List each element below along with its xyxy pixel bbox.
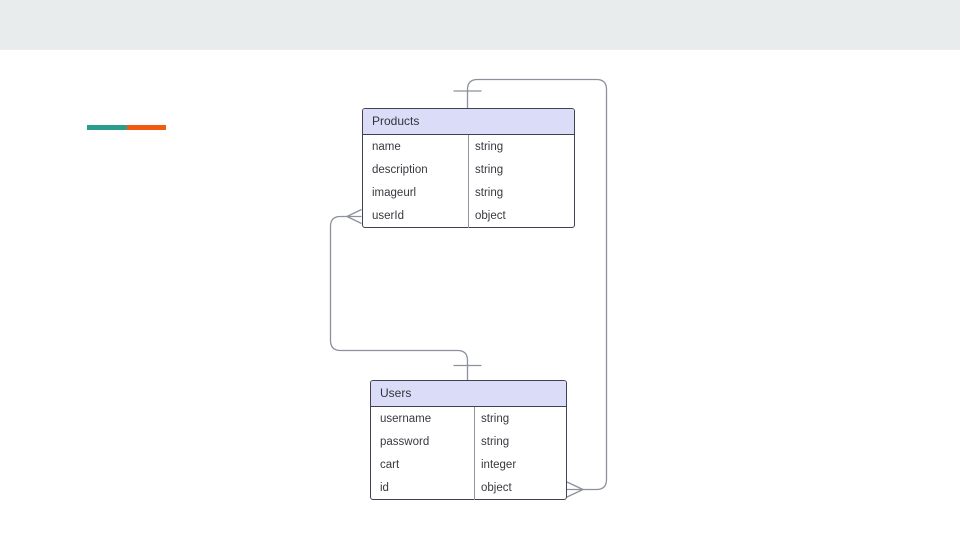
relationship-line[interactable] (329, 215, 469, 381)
relationship-users-products[interactable] (329, 208, 482, 381)
field-name: userId (372, 210, 404, 223)
field-row[interactable]: password string (371, 430, 566, 453)
field-name: description (372, 163, 428, 176)
field-name: imageurl (372, 187, 417, 200)
crow-foot-many-marker (566, 481, 584, 498)
field-type: string (475, 187, 504, 200)
field-name: cart (380, 459, 400, 472)
field-name: name (372, 140, 401, 153)
field-name: id (380, 482, 389, 495)
entity-products-body: name string description string imageurl … (363, 135, 574, 228)
column-divider (468, 135, 469, 228)
entity-products-title[interactable]: Products (363, 109, 574, 135)
field-row[interactable]: username string (371, 407, 566, 430)
field-type: object (475, 210, 506, 223)
field-type: string (481, 435, 510, 448)
entity-users[interactable]: Users username string password string ca… (370, 380, 567, 500)
field-type: string (475, 163, 504, 176)
field-row[interactable]: name string (363, 135, 574, 158)
column-divider (474, 407, 475, 500)
teal-accent-bar (87, 125, 127, 130)
field-type: object (481, 482, 512, 495)
field-row[interactable]: id object (371, 477, 566, 500)
field-row[interactable]: description string (363, 158, 574, 181)
field-type: string (481, 412, 510, 425)
field-row[interactable]: userId object (363, 205, 574, 228)
field-row[interactable]: imageurl string (363, 182, 574, 205)
relationship-products-users[interactable] (453, 78, 608, 498)
field-type: string (475, 140, 504, 153)
field-row[interactable]: cart integer (371, 454, 566, 477)
field-name: username (380, 412, 432, 425)
relationship-line[interactable] (466, 78, 608, 491)
field-name: password (380, 435, 430, 448)
top-band (0, 0, 960, 50)
crow-foot-many-marker (346, 208, 362, 225)
orange-accent-bar (127, 125, 166, 130)
field-type: integer (481, 459, 517, 472)
entity-users-title[interactable]: Users (371, 381, 566, 407)
entity-users-body: username string password string cart int… (371, 407, 566, 500)
entity-products[interactable]: Products name string description string … (362, 108, 575, 228)
